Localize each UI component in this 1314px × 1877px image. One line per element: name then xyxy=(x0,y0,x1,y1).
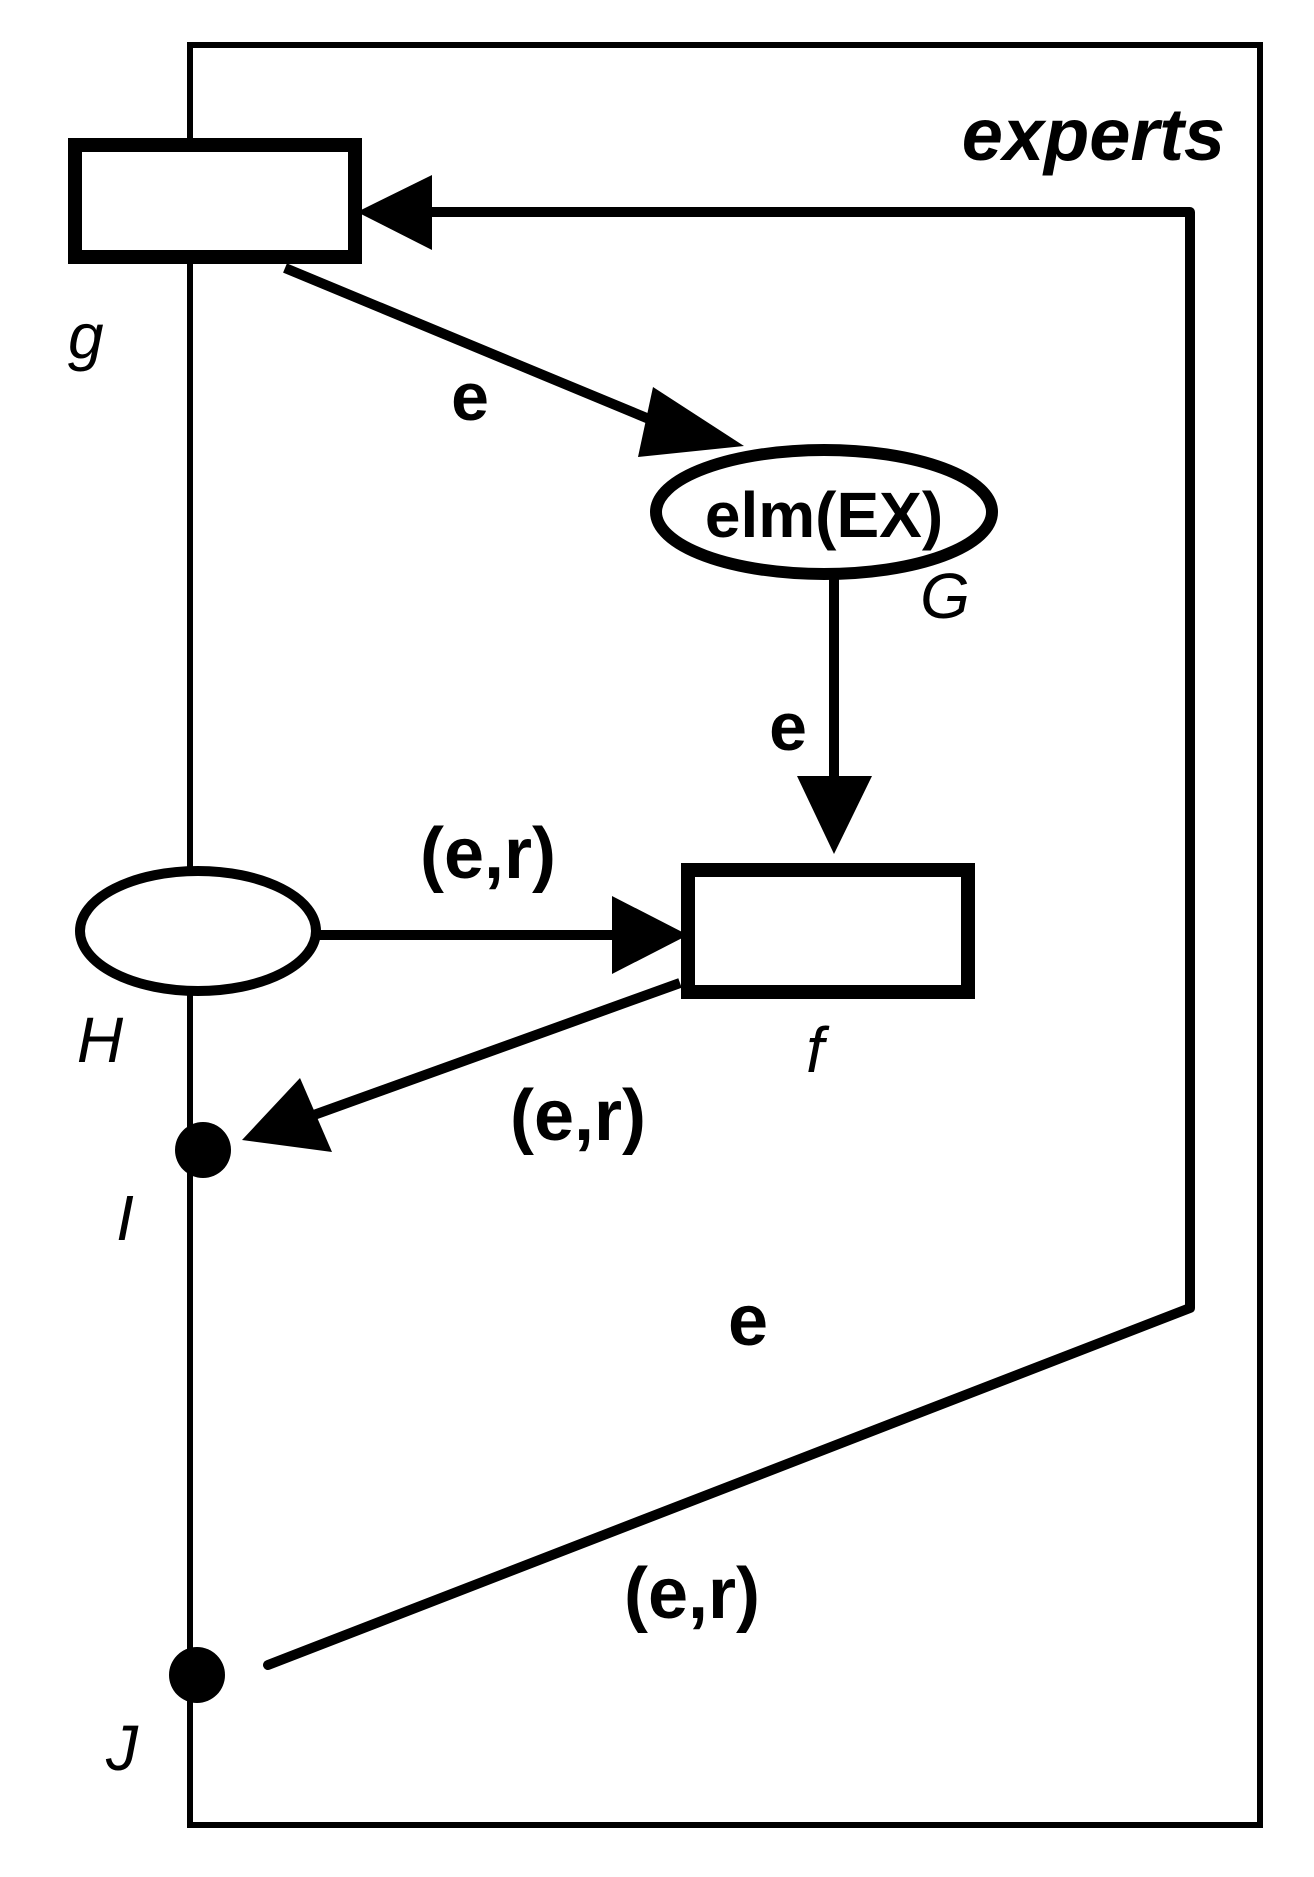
node-label-f: f xyxy=(806,1014,830,1086)
frame-title: experts xyxy=(962,93,1225,176)
arc-g-to-G xyxy=(283,263,692,441)
arrowhead-g-to-G xyxy=(638,387,744,457)
place-I xyxy=(175,1122,231,1178)
node-label-I: I xyxy=(116,1182,134,1254)
edge-label-J-to-g-lower: (e,r) xyxy=(624,1554,760,1634)
transition-f xyxy=(681,863,975,999)
edge-label-f-to-I: (e,r) xyxy=(510,1076,646,1156)
arrowhead-G-to-f xyxy=(797,776,872,854)
arc-J-to-g xyxy=(263,207,1195,1670)
node-label-J: J xyxy=(105,1712,139,1784)
place-G xyxy=(650,444,998,580)
place-H xyxy=(75,866,321,996)
edge-label-J-to-g-upper: e xyxy=(728,1281,768,1361)
edge-label-g-to-G: e xyxy=(451,359,489,435)
transition-g xyxy=(68,138,362,264)
edge-label-H-to-f: (e,r) xyxy=(420,814,556,894)
edge-label-G-to-f: e xyxy=(769,689,807,765)
node-label-G: G xyxy=(920,560,970,632)
node-label-H: H xyxy=(77,1004,124,1076)
place-G-text: elm(EX) xyxy=(705,479,943,551)
arrowhead-f-to-I xyxy=(242,1078,332,1152)
place-J xyxy=(169,1647,225,1703)
arrowhead-J-to-g xyxy=(357,175,432,250)
arc-f-to-I xyxy=(298,978,682,1125)
node-label-g: g xyxy=(68,300,104,372)
arrowhead-H-to-f xyxy=(612,896,688,974)
